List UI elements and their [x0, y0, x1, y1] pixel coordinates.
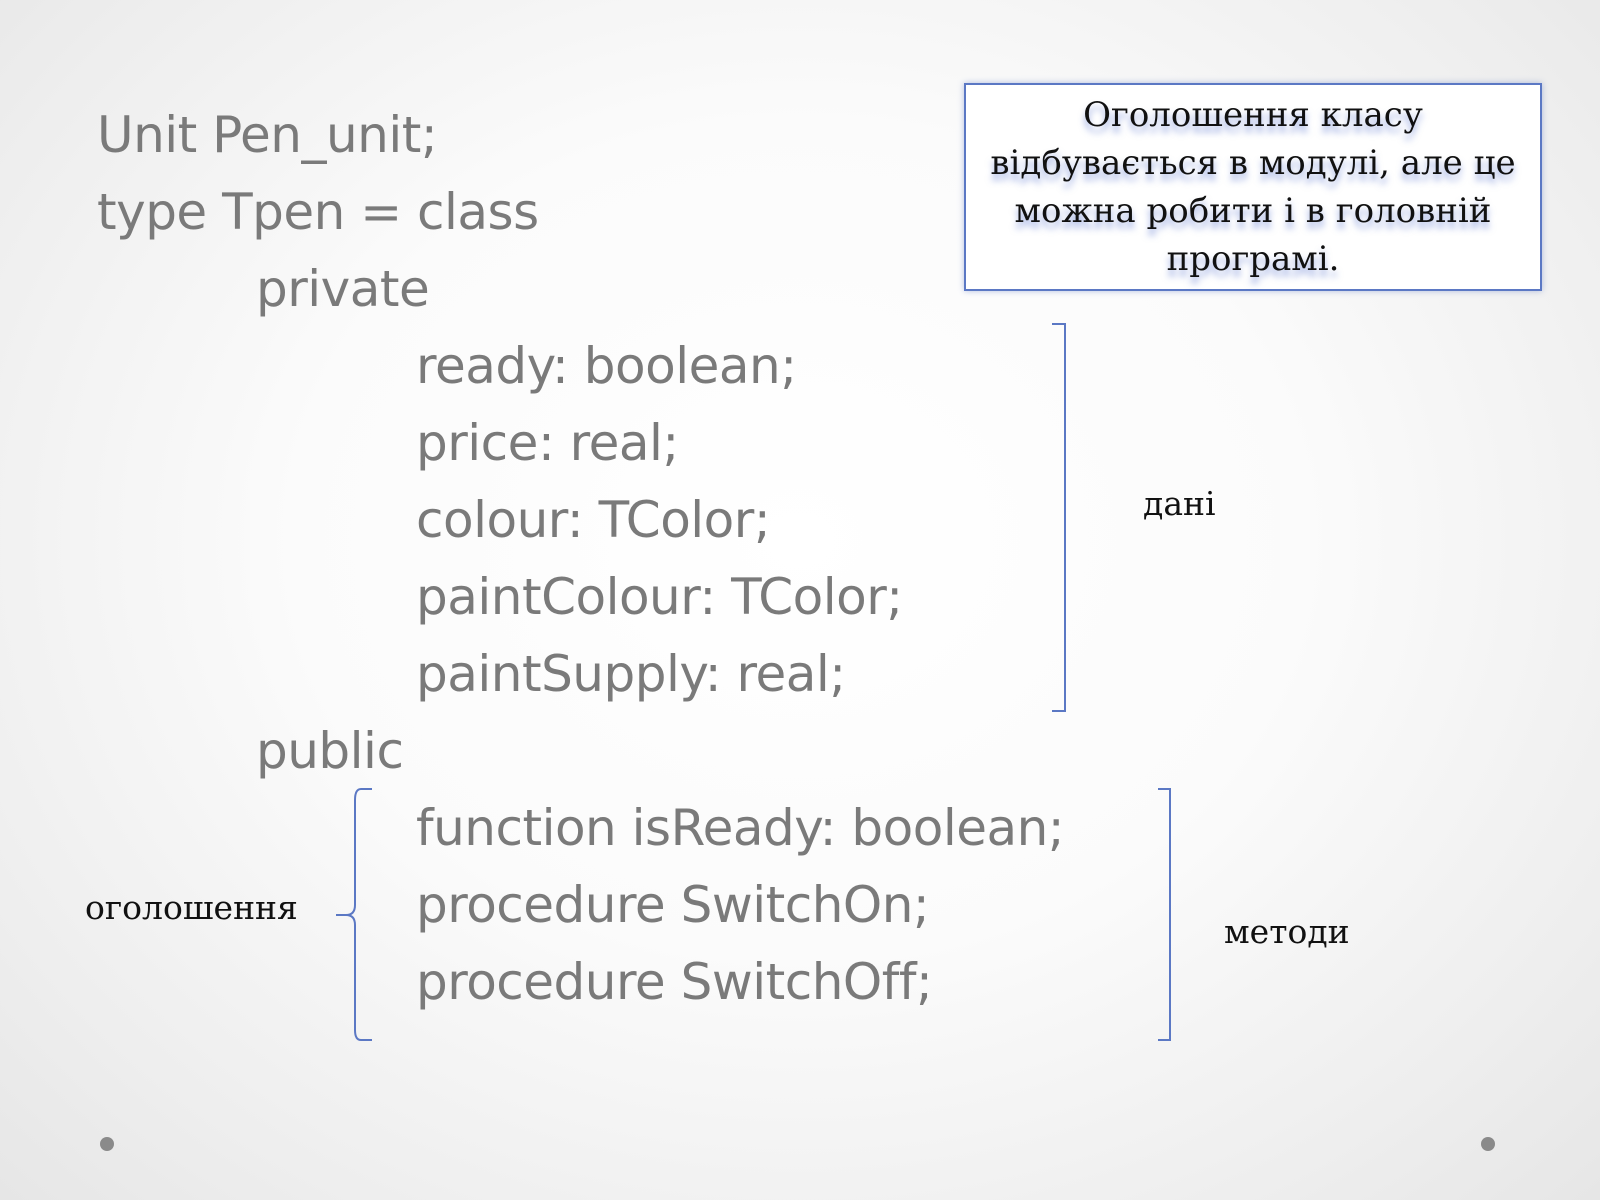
code-line-paint-colour: paintColour: TColor; [416, 568, 903, 626]
class-declaration-callout: Оголошення класу відбувається в модулі, … [964, 83, 1542, 291]
slide-dot-left [100, 1137, 114, 1151]
code-line-paint-supply: paintSupply: real; [416, 645, 846, 703]
code-line-switch-off: procedure SwitchOff; [416, 953, 933, 1011]
code-line-colour: colour: TColor; [416, 491, 771, 549]
code-line-type: type Tpen = class [97, 183, 539, 241]
code-line-ready: ready: boolean; [416, 337, 797, 395]
code-line-price: price: real; [416, 414, 679, 472]
data-bracket [1052, 323, 1066, 712]
callout-text: Оголошення класу відбувається в модулі, … [990, 95, 1516, 279]
declaration-brace [336, 788, 372, 1041]
code-line-is-ready: function isReady: boolean; [416, 799, 1065, 857]
data-label: дані [1143, 484, 1216, 523]
code-line-unit: Unit Pen_unit; [97, 106, 438, 164]
methods-bracket [1158, 788, 1171, 1041]
code-line-public: public [256, 722, 404, 780]
slide-dot-right [1481, 1137, 1495, 1151]
code-line-private: private [256, 260, 430, 318]
methods-label: методи [1224, 912, 1350, 951]
declaration-label: оголошення [85, 888, 298, 927]
code-line-switch-on: procedure SwitchOn; [416, 876, 930, 934]
